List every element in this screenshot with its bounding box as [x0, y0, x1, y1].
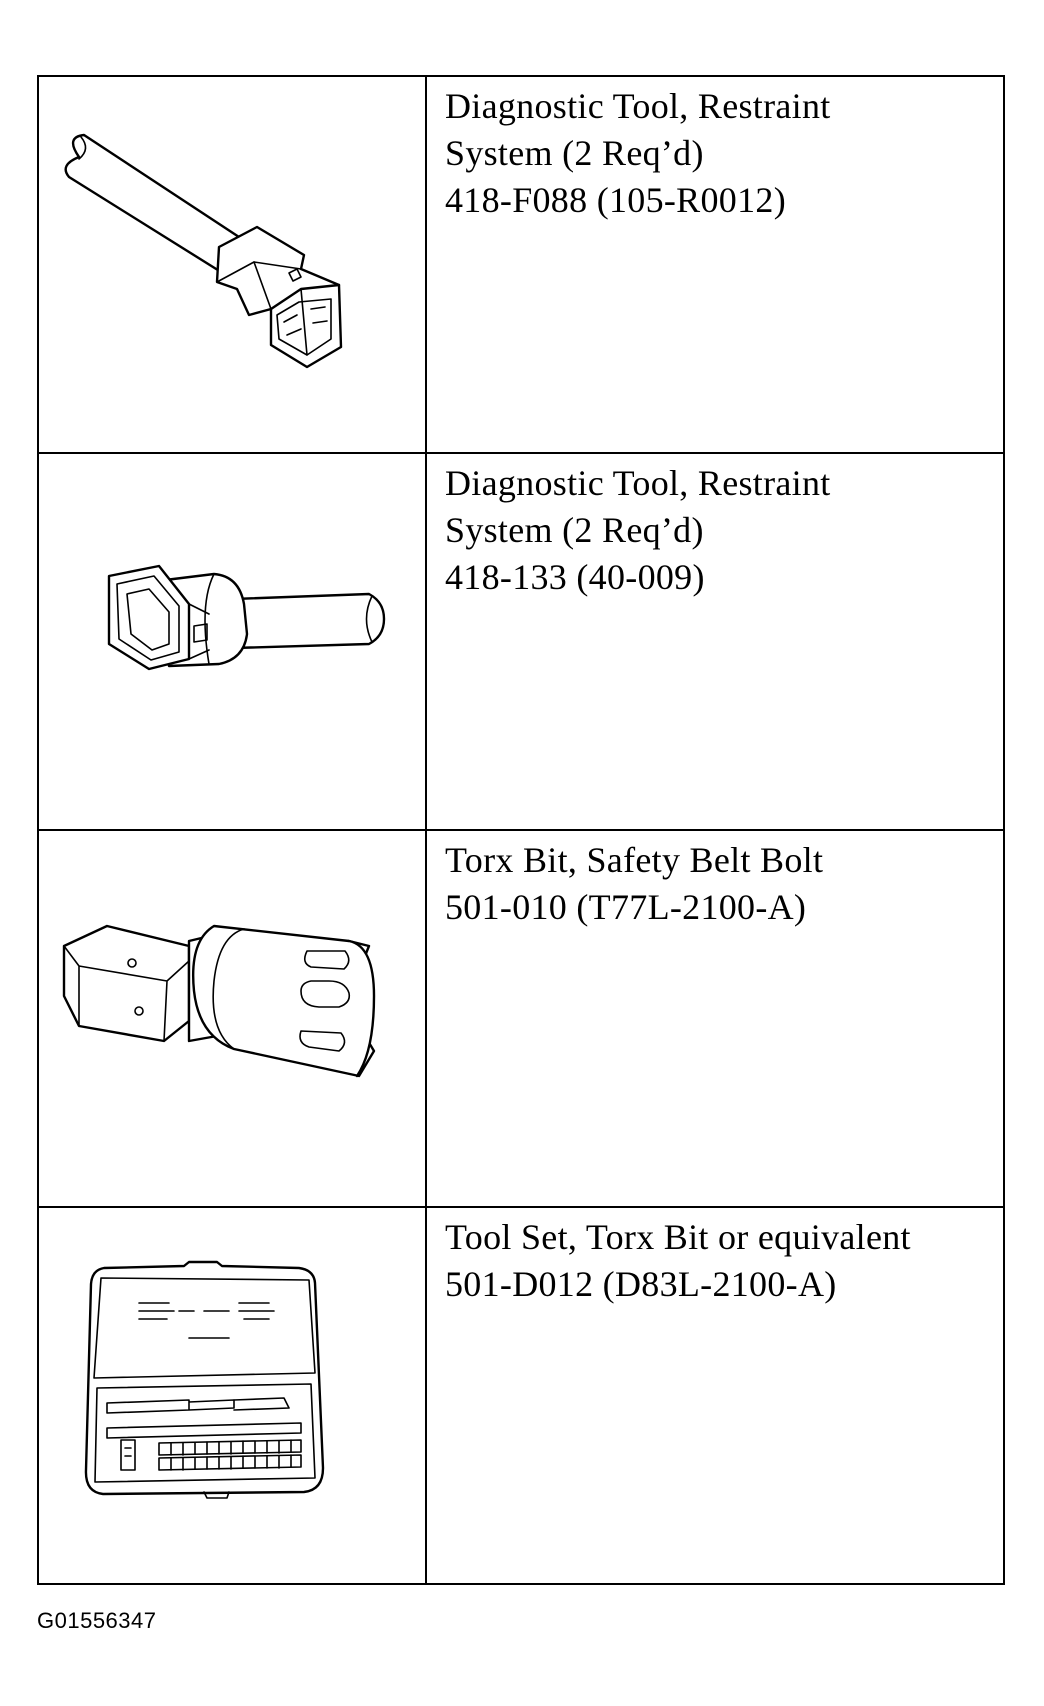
- figure-id-caption: G01556347: [37, 1608, 157, 1633]
- tool-illustration-cell: [37, 1206, 427, 1585]
- tool-description-cell: Diagnostic Tool, Restraint System (2 Req…: [425, 75, 1005, 454]
- table-row: Tool Set, Torx Bit or equivalent 501-D01…: [37, 1206, 1005, 1585]
- tool-description-cell: Diagnostic Tool, Restraint System (2 Req…: [425, 452, 1005, 831]
- restraint-diagnostic-plug-icon: [107, 564, 386, 671]
- tool-part-number: 418-133 (40-009): [445, 557, 705, 597]
- restraint-diagnostic-connector-icon: [64, 133, 343, 369]
- tool-name-line-1: Diagnostic Tool, Restraint: [445, 463, 831, 503]
- tool-illustration-cell: [37, 452, 427, 831]
- tool-part-number: 501-010 (T77L-2100-A): [445, 887, 807, 927]
- torx-bit-icon: [62, 924, 376, 1078]
- tool-part-number: 418-F088 (105-R0012): [445, 180, 786, 220]
- tool-illustration-cell: [37, 829, 427, 1208]
- tool-part-number: 501-D012 (D83L-2100-A): [445, 1264, 837, 1304]
- table-row: Torx Bit, Safety Belt Bolt 501-010 (T77L…: [37, 829, 1005, 1208]
- table-row: Diagnostic Tool, Restraint System (2 Req…: [37, 75, 1005, 454]
- tool-name-line-1: Diagnostic Tool, Restraint: [445, 86, 831, 126]
- tool-name-line-1: Torx Bit, Safety Belt Bolt: [445, 840, 824, 880]
- tool-name-line-1: Tool Set, Torx Bit or equivalent: [445, 1217, 911, 1257]
- torx-bit-set-case-icon: [84, 1260, 325, 1499]
- tool-name-line-2: System (2 Req’d): [445, 510, 704, 550]
- special-tools-table: Diagnostic Tool, Restraint System (2 Req…: [37, 75, 1005, 1585]
- tool-description-cell: Tool Set, Torx Bit or equivalent 501-D01…: [425, 1206, 1005, 1585]
- tool-name-line-2: System (2 Req’d): [445, 133, 704, 173]
- tool-description-cell: Torx Bit, Safety Belt Bolt 501-010 (T77L…: [425, 829, 1005, 1208]
- tool-illustration-cell: [37, 75, 427, 454]
- table-row: Diagnostic Tool, Restraint System (2 Req…: [37, 452, 1005, 831]
